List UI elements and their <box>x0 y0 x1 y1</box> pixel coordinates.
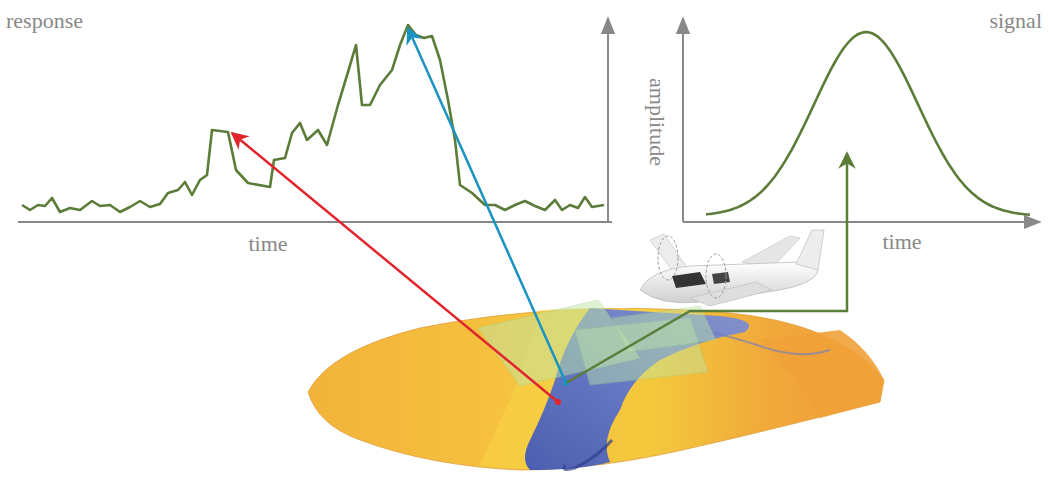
terrain <box>308 300 884 470</box>
axis-label: amplitude <box>646 78 668 166</box>
chart-title: response <box>6 10 83 32</box>
axis-label: time <box>882 231 921 253</box>
airplane <box>640 230 824 306</box>
axis-label: time <box>248 233 287 255</box>
echo-arrow <box>232 133 558 402</box>
chart-title: signal <box>989 10 1042 32</box>
signal-axes <box>683 18 1040 222</box>
signal-path <box>566 153 847 383</box>
response-axes <box>18 18 612 222</box>
echo-arrow <box>408 28 566 383</box>
signal-curve <box>706 32 1030 215</box>
response-curve <box>22 25 604 212</box>
